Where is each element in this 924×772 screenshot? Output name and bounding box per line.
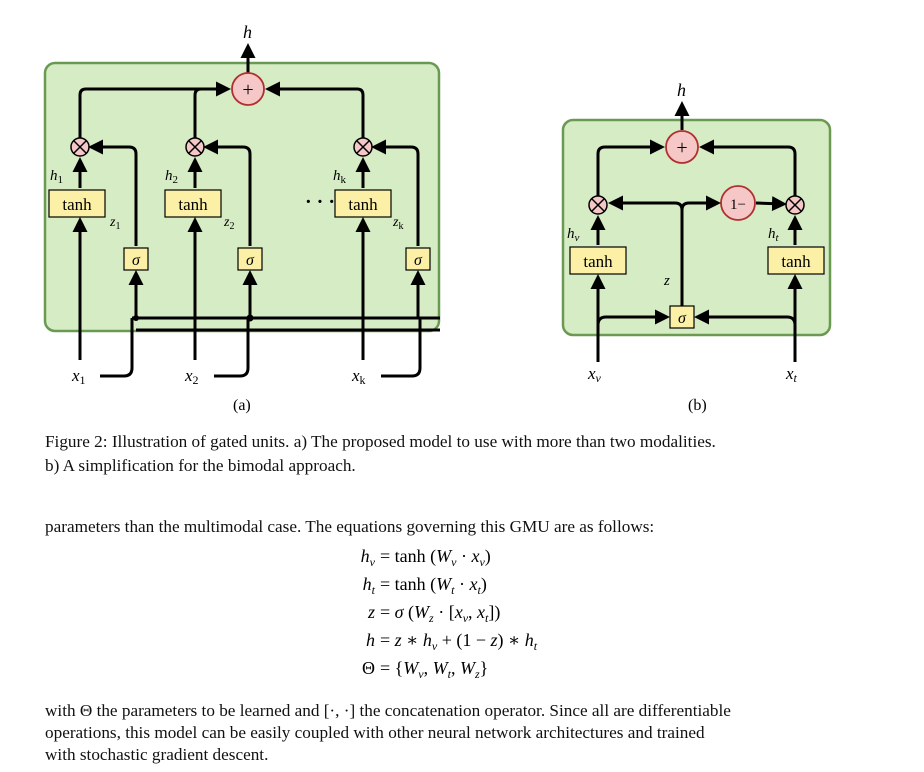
panel-b-xt-label: xt xyxy=(785,364,798,385)
panel-a-unit-2: h2 tanh z2 σ x2 xyxy=(164,137,263,387)
one-minus-node xyxy=(720,185,756,221)
gate-label-1: z1 xyxy=(109,215,120,232)
equation-3-rhs: = σ (Wz · [xv, xt]) xyxy=(380,602,500,625)
panel-b-output-label: h xyxy=(677,80,686,100)
input-label-1: x1 xyxy=(71,366,86,387)
equation-1-lhs: hv xyxy=(361,546,376,569)
panel-a-ellipsis: · · · xyxy=(305,191,335,213)
tanh-box-k xyxy=(334,189,392,218)
caption-line-2: b) A simplification for the bimodal appr… xyxy=(45,456,356,475)
equation-5-lhs: Θ xyxy=(362,658,375,678)
equation-4-rhs: = z ∗ hv + (1 − z) ∗ ht xyxy=(380,630,538,653)
panel-a-sum-symbol: + xyxy=(242,79,253,101)
gate-label-2: z2 xyxy=(223,215,234,232)
panel-b-label: (b) xyxy=(688,397,707,414)
panel-b-tanh-left xyxy=(569,246,627,275)
panel-a-sum-node xyxy=(231,72,265,106)
gate-label-k: zk xyxy=(392,215,403,232)
hidden-label-2: h2 xyxy=(165,168,178,186)
tanh-label-2: tanh xyxy=(178,195,208,214)
outro-line-3: with stochastic gradient descent. xyxy=(45,745,269,764)
panel-b-hv-label: hv xyxy=(567,226,580,244)
panel-b-sum-symbol: + xyxy=(676,137,687,159)
panel-b-z-label: z xyxy=(663,273,670,289)
panel-a: h + h1 tanh z1 σ x1 xyxy=(43,22,441,414)
panel-b-background xyxy=(561,118,832,337)
hidden-label-k: hk xyxy=(333,168,347,186)
sigma-label-1: σ xyxy=(132,252,141,269)
tanh-label-1: tanh xyxy=(62,195,92,214)
equation-3-lhs: z xyxy=(367,602,375,622)
panel-a-unit-k: hk tanh zk σ xk xyxy=(333,137,431,387)
panel-b-xv-label: xv xyxy=(587,364,602,385)
equations-block: hv = tanh (Wv · xv) ht = tanh (Wt · xt) … xyxy=(361,546,538,681)
panel-b: h + 1− z hv tanh ht tanh σ xyxy=(561,80,832,414)
outro-line-1: with Θ the parameters to be learned and … xyxy=(45,701,731,720)
sigma-label-2: σ xyxy=(246,252,255,269)
hidden-label-1: h1 xyxy=(50,168,63,186)
panel-a-output-label: h xyxy=(243,22,252,42)
panel-b-sum-node xyxy=(665,130,699,164)
panel-a-label: (a) xyxy=(233,397,251,414)
sigma-label-k: σ xyxy=(414,252,423,269)
tanh-label-k: tanh xyxy=(348,195,378,214)
panel-a-unit-1: h1 tanh z1 σ x1 xyxy=(48,137,149,387)
panel-b-sigma-label: σ xyxy=(678,310,687,327)
tanh-box-2 xyxy=(164,189,222,218)
caption-line-1: Figure 2: Illustration of gated units. a… xyxy=(45,432,716,451)
equation-4-lhs: h xyxy=(366,630,375,650)
gated-units-figure: h + h1 tanh z1 σ x1 xyxy=(43,22,832,414)
panel-b-ht-label: ht xyxy=(768,226,780,244)
outro-paragraph: with Θ the parameters to be learned and … xyxy=(45,700,845,766)
equation-1-rhs: = tanh (Wv · xv) xyxy=(380,546,491,569)
panel-b-tanh-right xyxy=(767,246,825,275)
equation-2-lhs: ht xyxy=(363,574,376,597)
panel-b-tanh-right-label: tanh xyxy=(781,252,811,271)
figure-caption: Figure 2: Illustration of gated units. a… xyxy=(45,430,845,478)
outro-line-2: operations, this model can be easily cou… xyxy=(45,723,705,742)
input-label-k: xk xyxy=(351,366,366,387)
intro-paragraph: parameters than the multimodal case. The… xyxy=(45,517,655,536)
equation-2-rhs: = tanh (Wt · xt) xyxy=(380,574,487,597)
panel-b-tanh-left-label: tanh xyxy=(583,252,613,271)
equation-5-rhs: = {Wv, Wt, Wz} xyxy=(380,658,488,681)
input-label-2: x2 xyxy=(184,366,199,387)
tanh-box-1 xyxy=(48,189,106,218)
one-minus-label: 1− xyxy=(730,197,746,213)
